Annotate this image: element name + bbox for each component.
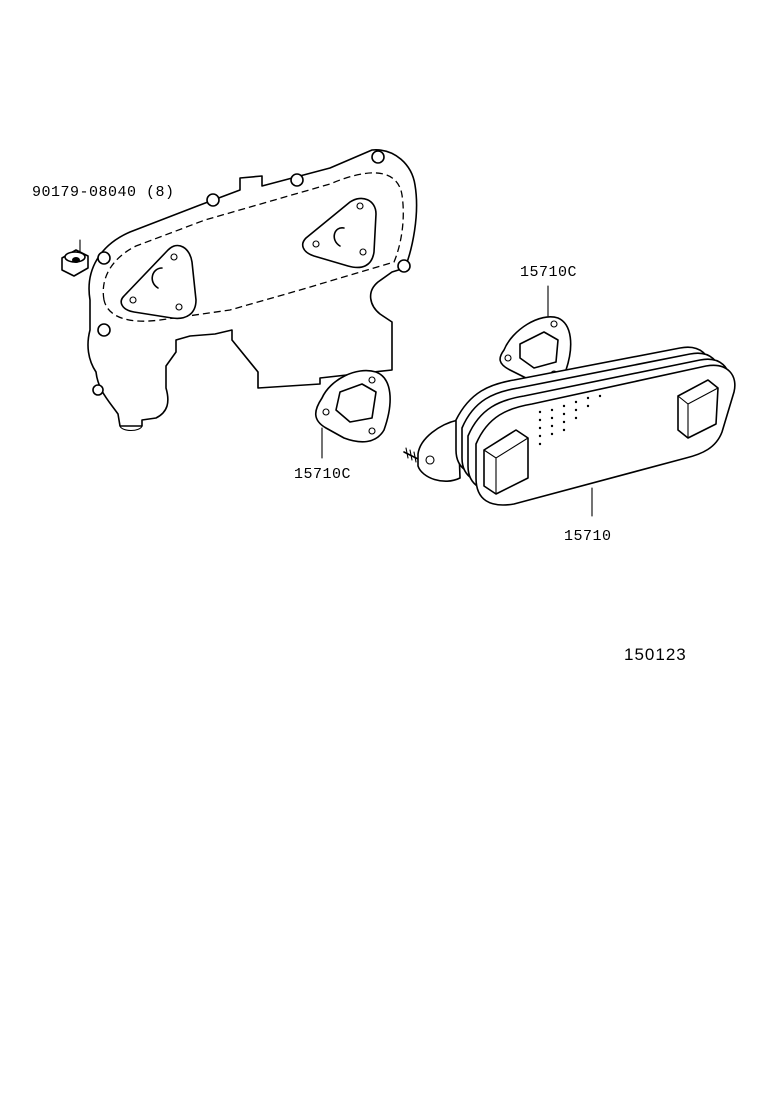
- oil-cooler-icon: [403, 346, 736, 517]
- bolt-icon: [61, 239, 89, 277]
- bolt-label: 90179-08040 (8): [32, 184, 175, 201]
- engine-cover-housing: [87, 149, 418, 432]
- gasket-upper-label: 15710C: [520, 264, 577, 281]
- gasket-lower-icon: [314, 369, 391, 459]
- figure-number: 150123: [624, 645, 687, 664]
- gasket-lower-label: 15710C: [294, 466, 351, 483]
- oil-cooler-label: 15710: [564, 528, 612, 545]
- gasket-upper-icon: [499, 285, 572, 384]
